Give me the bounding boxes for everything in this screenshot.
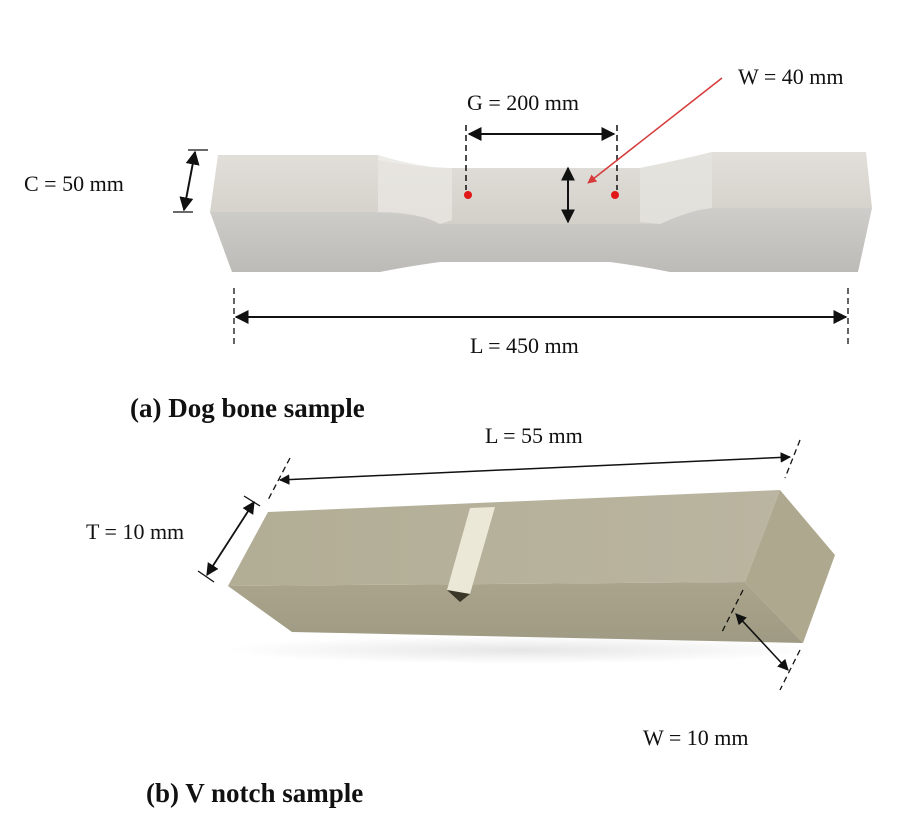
v-notch xyxy=(447,507,495,594)
caption-dog-bone: (a) Dog bone sample xyxy=(130,393,365,423)
gauge-marker-right xyxy=(611,191,619,199)
dimension-l-dogbone xyxy=(233,288,849,345)
dimension-g xyxy=(465,125,618,190)
label-g-dimension: G = 200 mm xyxy=(467,90,580,115)
dimension-l-vnotch xyxy=(267,439,801,501)
label-c-dimension: C = 50 mm xyxy=(24,171,124,196)
label-w-gauge-dimension: W = 40 mm xyxy=(738,64,844,89)
v-notch-specimen xyxy=(220,490,835,664)
dimension-w-gauge xyxy=(561,77,723,224)
dimension-c xyxy=(173,149,208,213)
dog-bone-specimen xyxy=(210,152,872,272)
label-t-dimension: T = 10 mm xyxy=(86,519,185,544)
caption-v-notch: (b) V notch sample xyxy=(146,778,364,808)
label-l-vnotch-dimension: L = 55 mm xyxy=(485,423,583,448)
dimension-w-vnotch xyxy=(721,589,801,691)
dimension-t xyxy=(197,495,261,583)
label-l-dogbone-dimension: L = 450 mm xyxy=(470,333,579,358)
label-w-vnotch-dimension: W = 10 mm xyxy=(643,725,749,750)
gauge-marker-left xyxy=(464,191,472,199)
